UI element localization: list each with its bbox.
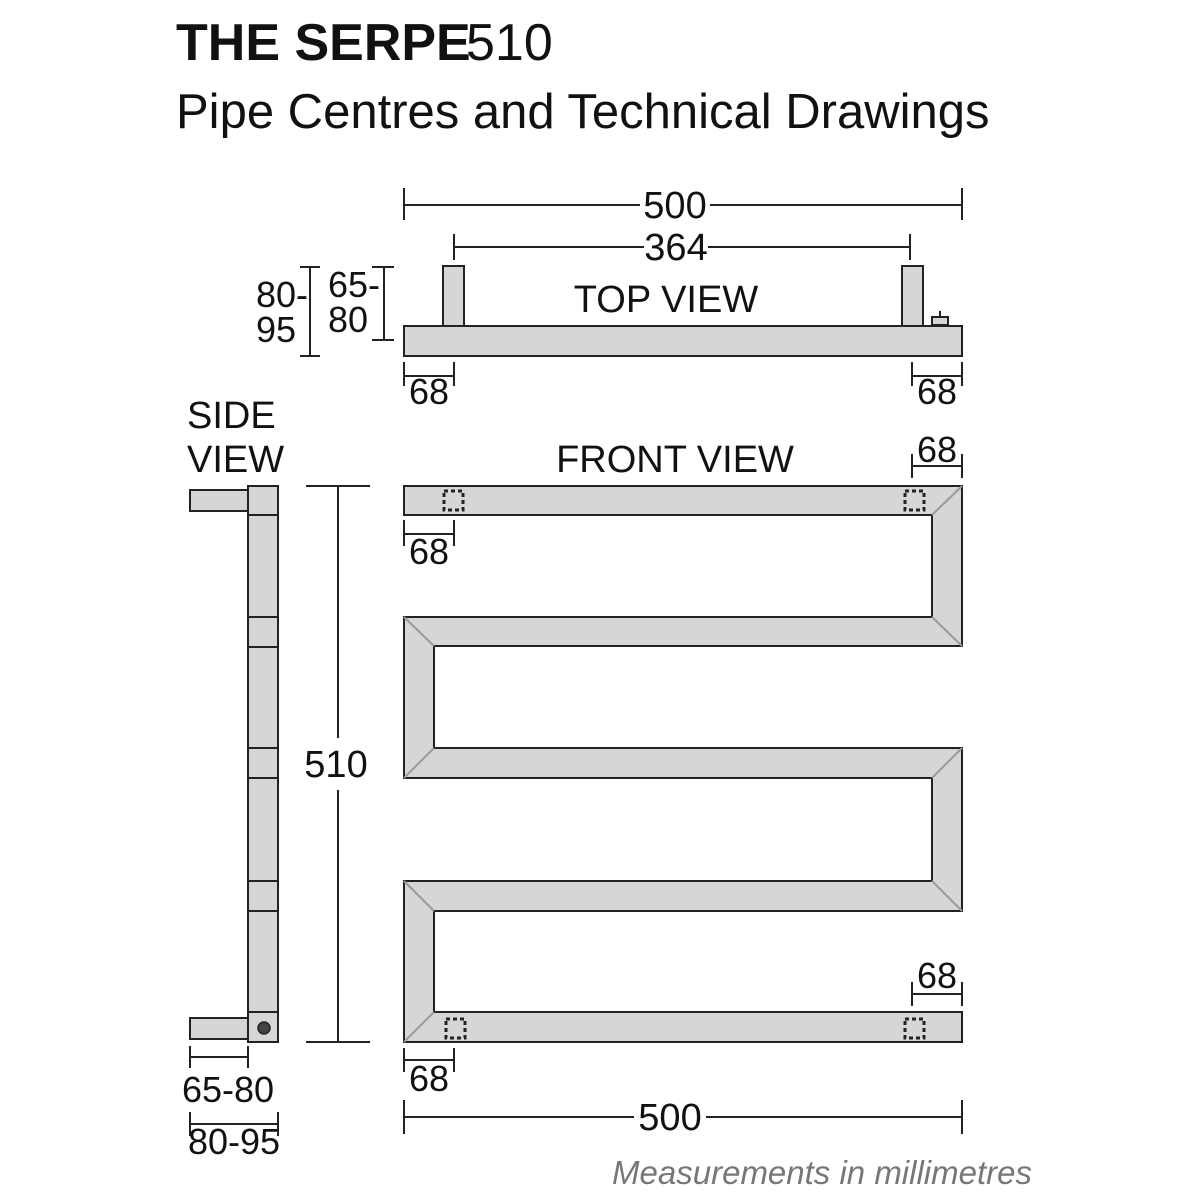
side-view-label-line1: SIDE: [187, 395, 276, 437]
side-top-wall-pipe: [189, 489, 249, 512]
serpentine-rail: [403, 485, 963, 1043]
top-width-label: 500: [643, 185, 706, 227]
side-view-column: [247, 485, 279, 1043]
front-bottom-left-offset: 68: [409, 1058, 449, 1099]
top-right-offset: 68: [917, 371, 957, 412]
top-view-bar: [403, 325, 963, 357]
front-top-right-offset: 68: [917, 429, 957, 470]
top-depth-inner-1: 65-: [328, 264, 380, 305]
side-outer-depth-label: 80-95: [188, 1121, 280, 1162]
model-number: 510: [466, 14, 553, 72]
side-inner-depth-label: 65-80: [182, 1069, 274, 1110]
top-depth-outer-2: 95: [256, 309, 296, 350]
connection-marker-bottom-left: [444, 1017, 467, 1040]
connection-marker-bottom-right: [903, 1017, 926, 1040]
top-view-label: TOP VIEW: [574, 279, 759, 321]
bottom-width-label: 500: [638, 1097, 701, 1139]
front-bottom-right-offset: 68: [917, 955, 957, 996]
top-left-offset: 68: [409, 371, 449, 412]
front-top-left-offset: 68: [409, 531, 449, 572]
height-label: 510: [304, 744, 367, 786]
side-bottom-wall-pipe: [189, 1017, 249, 1040]
connection-marker-top-right: [903, 489, 926, 512]
connection-marker-top-left: [442, 489, 465, 512]
top-depth-inner-2: 80: [328, 299, 368, 340]
front-view: FRONT VIEW 68 68 68: [403, 429, 963, 1139]
top-right-wall-pipe: [901, 265, 924, 327]
top-left-wall-pipe: [442, 265, 465, 327]
valve-dot: [257, 1021, 271, 1035]
product-name: THE SERPE: [176, 14, 471, 72]
subtitle: Pipe Centres and Technical Drawings: [176, 85, 989, 139]
top-depth-outer-1: 80-: [256, 274, 308, 315]
pipe-centres-label: 364: [644, 227, 707, 269]
side-view-label-line2: VIEW: [187, 439, 284, 481]
front-view-label: FRONT VIEW: [556, 439, 794, 481]
side-view: SIDE VIEW 510 65-80 80-95: [182, 395, 370, 1162]
valve-knob: [931, 316, 949, 326]
measurement-note: Measurements in millimetres: [612, 1154, 1032, 1191]
top-view: 500 364 TOP VIEW 80- 95 65- 80 68: [256, 185, 963, 412]
